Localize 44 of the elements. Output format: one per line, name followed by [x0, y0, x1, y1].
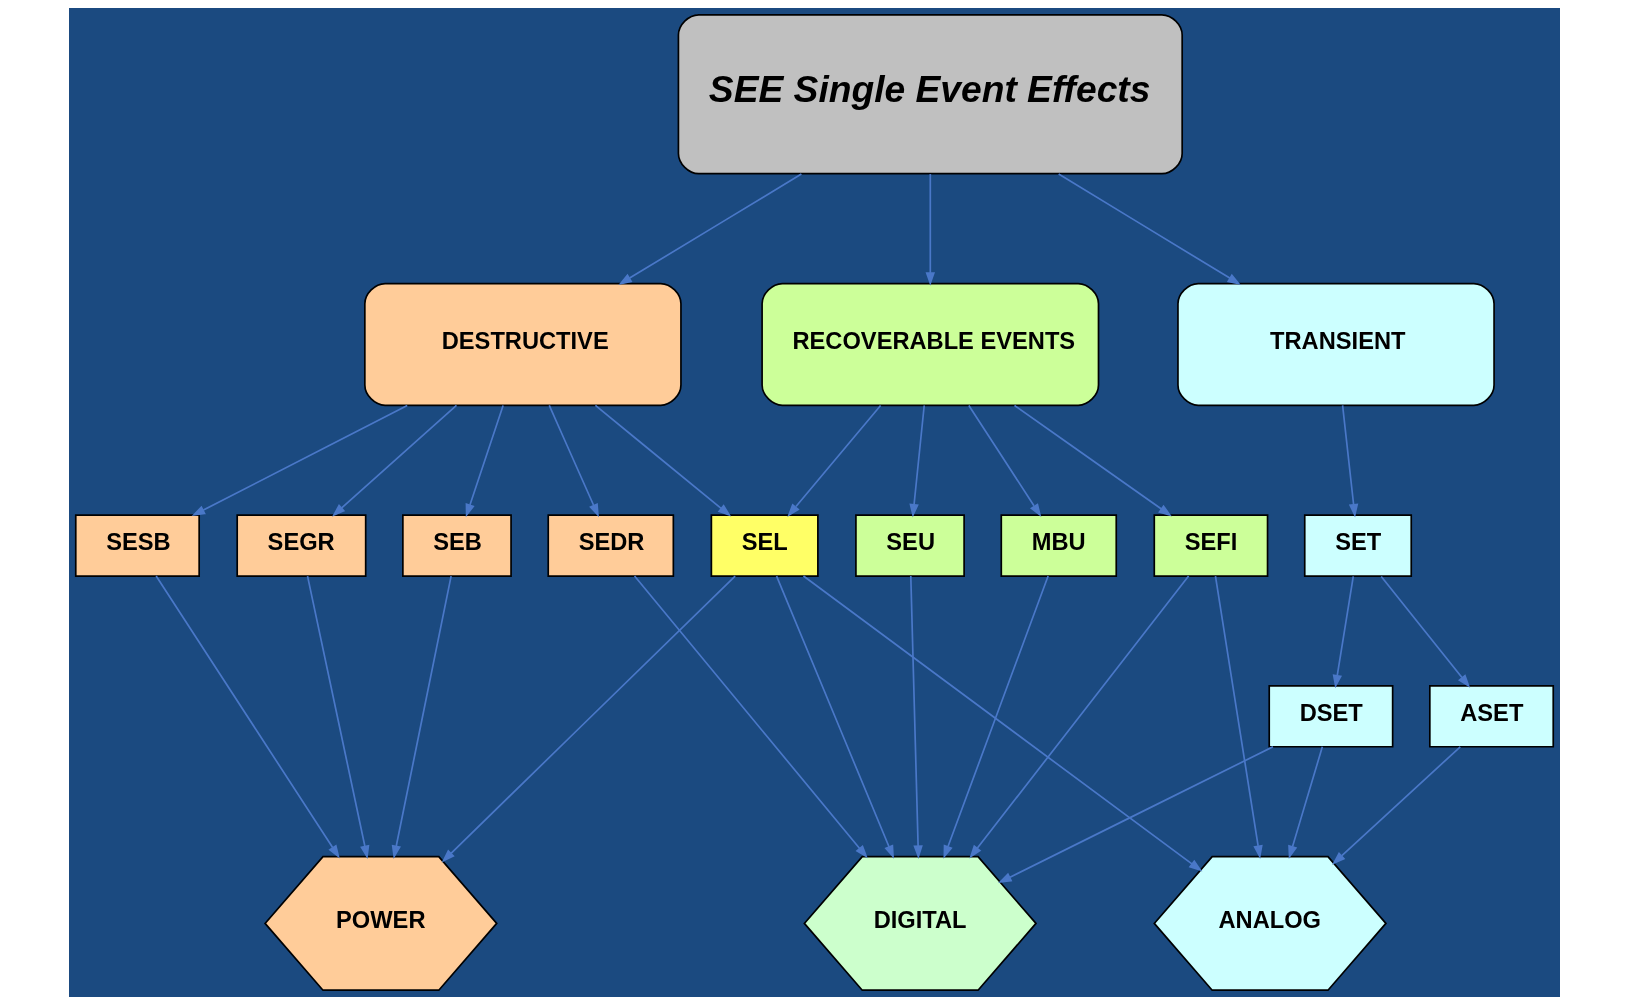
arrow [967, 404, 1041, 518]
arrow [1341, 404, 1358, 518]
node-box: SEU [854, 514, 965, 577]
arrow [775, 575, 894, 859]
arrow [908, 404, 925, 518]
arrow [1379, 575, 1470, 688]
arrow [1331, 745, 1461, 865]
node-box: DESTRUCTIVE [363, 282, 682, 407]
arrow [154, 575, 340, 859]
arrow [1332, 575, 1354, 689]
arrow [331, 404, 457, 517]
arrow [441, 575, 736, 863]
arrow [925, 173, 935, 286]
arrow [1057, 173, 1241, 285]
node-box: RECOVERABLE EVENTS [760, 282, 1099, 407]
arrow [633, 575, 868, 859]
arrow [465, 404, 504, 518]
node-box: MBU [999, 514, 1117, 577]
arrow [786, 404, 881, 517]
arrow [617, 173, 802, 285]
node-box: SEB [401, 514, 512, 577]
node-box: SEL [710, 514, 819, 577]
node-box: TRANSIENT [1176, 282, 1495, 407]
arrow [1013, 404, 1172, 517]
node-box: SESB [74, 514, 200, 577]
node-box: SEDR [546, 514, 674, 577]
node-box: SEFI [1152, 514, 1268, 577]
arrow [594, 404, 731, 517]
arrow [1214, 575, 1263, 859]
arrow [802, 575, 1202, 872]
node-box: DSET [1267, 685, 1393, 748]
node-box: SEE Single Event Effects [677, 13, 1183, 175]
arrow [306, 575, 369, 859]
arrow [1287, 745, 1323, 860]
node-box: ASET [1428, 685, 1554, 748]
arrow [997, 745, 1274, 884]
arrow [547, 404, 599, 518]
arrow [968, 575, 1189, 859]
node-box: SEGR [235, 514, 367, 577]
node-box: SET [1303, 514, 1412, 577]
arrow [942, 575, 1049, 859]
arrow [909, 575, 923, 859]
arrow [191, 404, 408, 517]
arrow [391, 575, 452, 859]
